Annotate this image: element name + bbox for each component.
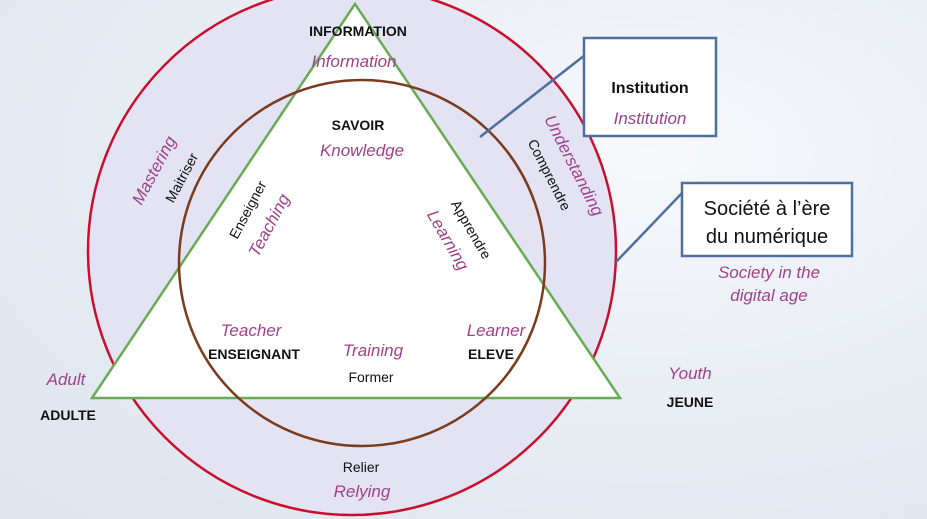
former-fr: Former (348, 369, 393, 385)
learner-en: Learner (467, 321, 527, 340)
society-subtitle-line2: digital age (730, 286, 808, 305)
teacher-en: Teacher (221, 321, 283, 340)
information-fr: INFORMATION (309, 23, 407, 39)
institution-connector (479, 54, 586, 138)
eleve-fr: ELEVE (468, 346, 514, 362)
youth-en: Youth (668, 364, 712, 383)
society-box (680, 181, 854, 258)
knowledge-en: Knowledge (320, 141, 404, 160)
training-en: Training (343, 341, 404, 360)
enseignant-fr: ENSEIGNANT (208, 346, 300, 362)
institution-title: Institution (611, 80, 688, 97)
information-en: Information (311, 52, 396, 71)
savoir-fr: SAVOIR (332, 117, 385, 133)
jeune-fr: JEUNE (667, 394, 714, 410)
relier-fr: Relier (343, 459, 380, 475)
relying-en: Relying (334, 482, 391, 501)
institution-box (582, 36, 718, 138)
adult-en: Adult (46, 370, 87, 389)
adulte-fr: ADULTE (40, 407, 96, 423)
society-subtitle-line1: Society in the (718, 263, 820, 282)
society-title-line2: du numérique (706, 226, 828, 248)
society-title-line1: Société à l’ère (704, 198, 831, 220)
society-connector (615, 192, 683, 263)
triangle (89, 1, 623, 400)
institution-subtitle: Institution (614, 109, 687, 128)
inner-circle (177, 78, 547, 448)
